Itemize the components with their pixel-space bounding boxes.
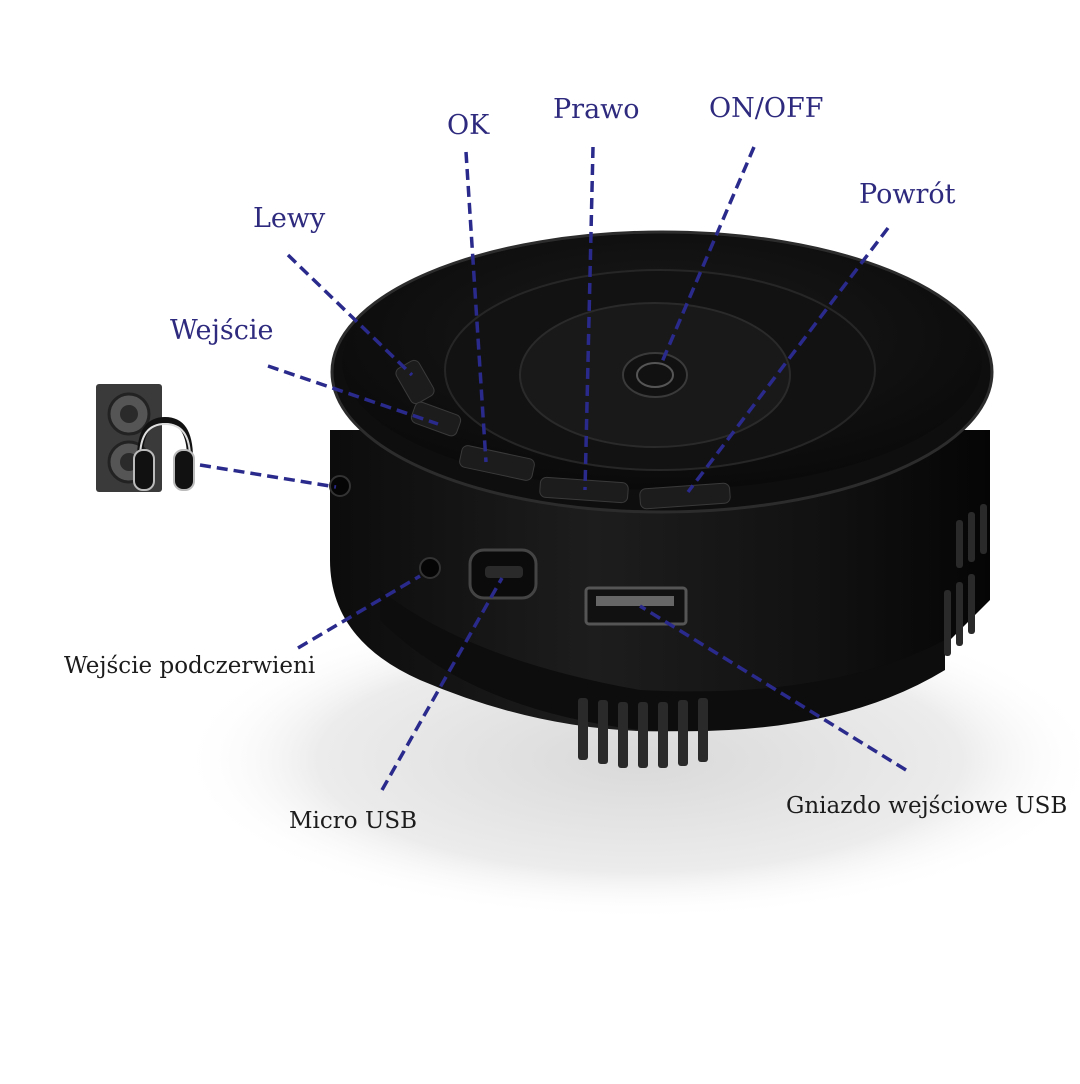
label-wejscie-podczerwieni: Wejście podczerwieni — [64, 653, 316, 679]
power-button — [622, 352, 688, 398]
leader-usb — [639, 604, 907, 772]
ir-port — [419, 557, 441, 579]
power-button-inner — [636, 362, 674, 388]
leader-wejscie — [267, 364, 439, 426]
leader-on-off — [660, 146, 756, 363]
button-lewy — [395, 359, 435, 405]
micro-usb-slot — [485, 566, 523, 578]
projector-device — [329, 230, 994, 768]
leader-lewy — [286, 253, 414, 377]
label-on-off: ON/OFF — [709, 93, 824, 124]
button-wejscie — [410, 401, 462, 437]
leader-powrot — [686, 226, 890, 494]
label-lewy: Lewy — [253, 203, 326, 234]
button-ok — [459, 445, 535, 481]
speaker-headphones-icon — [96, 384, 195, 492]
label-wejscie: Wejście — [170, 315, 274, 346]
leader-lines — [199, 146, 907, 791]
label-prawo: Prawo — [553, 94, 640, 125]
device-bottom-rim — [380, 590, 945, 732]
front-vents — [578, 698, 708, 768]
label-powrot: Powrót — [859, 179, 956, 210]
leader-prawo — [583, 146, 595, 491]
label-micro-usb: Micro USB — [289, 808, 417, 834]
leader-ok — [464, 151, 488, 463]
usb-port-tongue — [596, 596, 674, 606]
leader-audio — [199, 463, 337, 489]
button-powrot — [639, 482, 731, 510]
leader-ir — [297, 574, 421, 650]
side-vents — [944, 504, 987, 656]
leader-micro-usb — [380, 577, 504, 791]
audio-jack — [329, 475, 351, 497]
label-ok: OK — [447, 110, 490, 141]
label-gniazdo-usb: Gniazdo wejściowe USB — [786, 793, 1068, 819]
